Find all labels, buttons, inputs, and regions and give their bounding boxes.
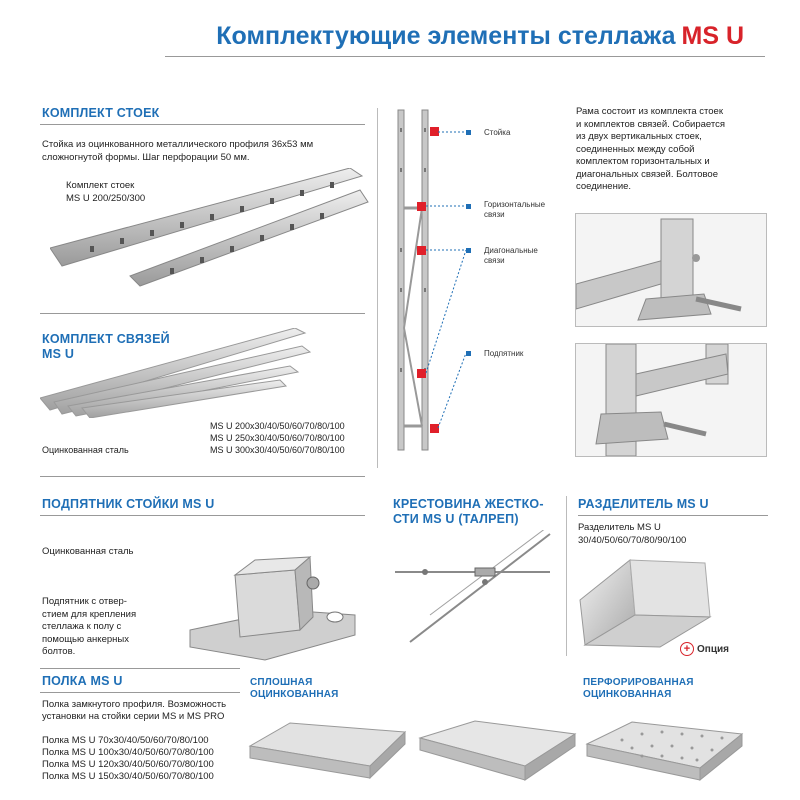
marker-podpyatnik [430,424,439,433]
podpyatnik-heading: ПОДПЯТНИК СТОЙКИ MS U [42,497,215,511]
polka-rule [40,692,240,693]
title-accent: MS U [681,22,745,50]
leader-lines [425,131,467,429]
stoyki-kit-2: MS U 200/250/300 [66,193,146,204]
turnbuckle-image [395,530,551,643]
perf-label-2: ОЦИНКОВАННАЯ [583,689,672,700]
polka-desc-2: установки на стойки серии MS и MS PRO [42,711,225,722]
marker-diagonal-2 [417,369,426,378]
marker-stoyka [430,127,439,136]
podpyatnik-material: Оцинкованная сталь [42,546,134,557]
solid-label-2: ОЦИНКОВАННАЯ [250,689,339,700]
polka-size-3: Полка MS U 120х30/40/50/60/70/80/100 [42,759,214,770]
marker-horizontal [417,202,426,211]
podpyatnik-desc-line: болтов. [42,646,76,657]
title-underline [165,56,765,57]
connection-photo-1 [575,213,767,327]
dot-podpyatnik [466,351,471,356]
dot-stoyka [466,130,471,135]
solid-tray-image [418,720,577,781]
stoyki-kit-1: Комплект стоек [66,180,135,191]
stoyki-heading: КОМПЛЕКТ СТОЕК [42,106,160,120]
svyazi-heading-1: КОМПЛЕКТ СВЯЗЕЙ [42,332,170,346]
label-horizontal-1: Горизонтальные [484,200,546,209]
connection-photo-2 [575,343,767,457]
svyazi-heading-2: MS U [42,347,75,361]
frame-desc-line: диагональных связей. Болтовое [576,168,718,180]
polka-size-4: Полка MS U 150х30/40/50/60/70/80/100 [42,771,214,782]
label-podpyatnik: Подпятник [484,349,524,358]
svyazi-size-1: MS U 200х30/40/50/60/70/80/100 [210,421,345,431]
razdelitel-desc-2: 30/40/50/60/70/80/90/100 [578,535,687,546]
polka-heading: ПОЛКА MS U [42,674,123,688]
podpyatnik-desc-line: стеллажа к полу с [42,621,122,632]
podpyatnik-desc-line: стием для крепления [42,608,137,620]
frame-desc-line: из двух вертикальных стоек, [576,131,702,142]
solid-shelf-image [248,722,407,780]
dot-horizontal [466,204,471,209]
razdelitel-rule [578,515,768,516]
column-divider [377,108,378,468]
frame-image [397,109,429,451]
plus-icon: + [680,642,694,656]
label-stoyka: Стойка [484,128,511,137]
podpyatnik-desc-line: помощью анкерных [42,633,129,645]
stoyki-rule [40,124,365,125]
title-main: Комплектующие элементы стеллажа [216,22,676,50]
podpyatnik-rule [40,515,365,516]
option-badge: +Опция [680,642,729,656]
podpyatnik-desc-line: Подпятник с отвер- [42,596,127,607]
polka-size-2: Полка MS U 100х30/40/50/60/70/80/100 [42,747,214,758]
razdelitel-desc-1: Разделитель MS U [578,522,661,533]
option-label: Опция [697,644,729,655]
krestovina-heading-2: СТИ MS U (ТАЛРЕП) [393,512,519,526]
base-plate-image [189,555,356,661]
frame-desc-line: соединенных между собой [576,143,695,155]
podpyatnik-desc: Подпятник с отвер- стием для крепления с… [42,596,162,659]
polka-size-1: Полка MS U 70х30/40/50/60/70/80/100 [42,735,209,746]
label-horizontal-2: связи [484,210,505,219]
frame-desc-line: комплектом горизонтальных и [576,156,710,167]
dot-diagonal [466,248,471,253]
svyazi-top-rule [40,313,365,314]
frame-desc-line: соединение. [576,181,632,192]
solid-label-1: СПЛОШНАЯ [250,677,313,688]
perforated-shelf-image [585,721,744,782]
uprights-image [50,168,369,287]
braces-image [40,328,312,418]
razdelitel-divider [566,496,567,656]
svyazi-size-2: MS U 250х30/40/50/60/70/80/100 [210,433,345,443]
stoyki-desc-1: Стойка из оцинкованного металлического п… [42,139,314,150]
podpyatnik-top-rule [40,476,365,477]
frame-desc: Рама состоит из комплекта стоек и компле… [576,106,776,194]
perf-label-1: ПЕРФОРИРОВАННАЯ [583,677,694,688]
divider-image [579,559,712,648]
svyazi-material: Оцинкованная сталь [42,445,129,455]
label-diagonal-2: связи [484,256,505,265]
label-diagonal-1: Диагональные [484,246,538,255]
svyazi-size-3: MS U 300х30/40/50/60/70/80/100 [210,445,345,455]
polka-top-rule [40,668,240,669]
frame-desc-line: Рама состоит из комплекта стоек [576,106,723,117]
frame-desc-line: и комплектов связей. Собирается [576,118,725,130]
krestovina-heading-1: КРЕСТОВИНА ЖЕСТКО- [393,497,544,511]
polka-desc-1: Полка замкнутого профиля. Возможность [42,699,227,710]
stoyki-desc-2: сложногнутой формы. Шаг перфорации 50 мм… [42,152,250,163]
marker-diagonal-1 [417,246,426,255]
razdelitel-heading: РАЗДЕЛИТЕЛЬ MS U [578,497,709,511]
